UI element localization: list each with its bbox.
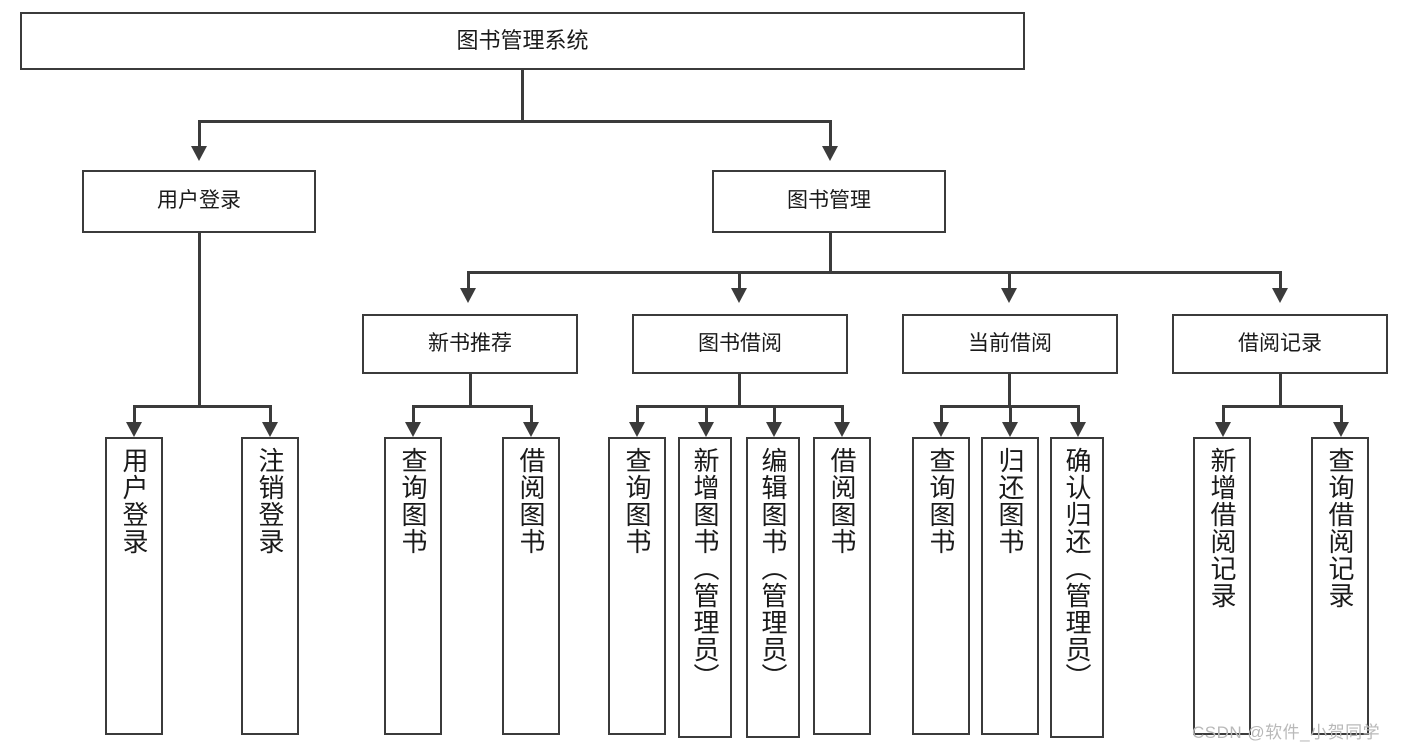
connector-new-book-bus: [412, 405, 533, 408]
arrow-new-book-to-leaf-2: [523, 422, 539, 437]
connector-user-login-to-leaf-2: [269, 405, 272, 422]
connector-cb-to-leaf-3: [1077, 405, 1080, 422]
leaf-borrow-query-book[interactable]: 查询图书: [608, 437, 666, 735]
arrow-cb-to-leaf-2: [1002, 422, 1018, 437]
connector-root-to-user-login: [198, 120, 201, 146]
arrow-bb-to-leaf-3: [766, 422, 782, 437]
leaf-borrow-add-book-admin[interactable]: 新增图书（管理员）: [678, 437, 732, 738]
leaf-recommend-query-book[interactable]: 查询图书: [384, 437, 442, 735]
node-label: 用户登录: [157, 189, 241, 213]
connector-cb-to-leaf-2: [1009, 405, 1012, 422]
leaf-logout-login[interactable]: 注销登录: [241, 437, 299, 735]
connector-root-stem: [521, 70, 524, 120]
leaf-label: 查询图书: [398, 447, 428, 555]
arrow-user-login-to-leaf-1: [126, 422, 142, 437]
connector-new-book-to-leaf-2: [530, 405, 533, 422]
node-current-borrow[interactable]: 当前借阅: [902, 314, 1118, 374]
connector-user-login-to-leaf-1: [133, 405, 136, 422]
connector-bb-to-leaf-3: [773, 405, 776, 422]
connector-user-login-stem: [198, 233, 201, 405]
connector-bm-to-new-book: [467, 271, 470, 288]
leaf-label: 新增图书（管理员）: [690, 447, 720, 690]
connector-user-login-bus: [133, 405, 272, 408]
arrow-br-to-leaf-2: [1333, 422, 1349, 437]
connector-bb-to-leaf-1: [636, 405, 639, 422]
connector-root-to-book-management: [829, 120, 832, 146]
connector-current-borrow-stem: [1008, 374, 1011, 405]
leaf-label: 查询借阅记录: [1325, 447, 1355, 609]
leaf-label: 用户登录: [119, 447, 149, 555]
connector-new-book-stem: [469, 374, 472, 405]
arrow-new-book-to-leaf-1: [405, 422, 421, 437]
arrow-br-to-leaf-1: [1215, 422, 1231, 437]
leaf-label: 注销登录: [255, 447, 285, 555]
node-root-book-management-system[interactable]: 图书管理系统: [20, 12, 1025, 70]
leaf-current-return-book[interactable]: 归还图书: [981, 437, 1039, 735]
connector-bb-to-leaf-4: [841, 405, 844, 422]
connector-cb-to-leaf-1: [940, 405, 943, 422]
node-new-book-recommend[interactable]: 新书推荐: [362, 314, 578, 374]
leaf-label: 查询图书: [926, 447, 956, 555]
leaf-borrow-edit-book-admin[interactable]: 编辑图书（管理员）: [746, 437, 800, 738]
leaf-borrow-borrow-book[interactable]: 借阅图书: [813, 437, 871, 735]
csdn-watermark: CSDN @软件_小贺同学: [1192, 723, 1381, 742]
node-label: 借阅记录: [1238, 331, 1322, 355]
node-book-borrow[interactable]: 图书借阅: [632, 314, 848, 374]
leaf-record-add-borrow-record[interactable]: 新增借阅记录: [1193, 437, 1251, 735]
leaf-label: 借阅图书: [516, 447, 546, 555]
leaf-label: 确认归还（管理员）: [1062, 447, 1092, 690]
leaf-label: 归还图书: [995, 447, 1025, 555]
connector-book-borrow-bus: [636, 405, 844, 408]
node-label: 图书借阅: [698, 331, 782, 355]
arrow-cb-to-leaf-3: [1070, 422, 1086, 437]
connector-br-to-leaf-2: [1340, 405, 1343, 422]
node-label: 图书管理: [787, 189, 871, 213]
connector-bm-to-borrow-record: [1279, 271, 1282, 288]
leaf-record-query-borrow-record[interactable]: 查询借阅记录: [1311, 437, 1369, 735]
arrow-bm-to-borrow-record: [1272, 288, 1288, 303]
node-label: 新书推荐: [428, 331, 512, 355]
arrow-user-login-to-leaf-2: [262, 422, 278, 437]
connector-bm-to-current-borrow: [1008, 271, 1011, 288]
connector-book-management-stem: [829, 233, 832, 273]
arrow-bm-to-new-book: [460, 288, 476, 303]
connector-new-book-to-leaf-1: [412, 405, 415, 422]
arrow-bb-to-leaf-2: [698, 422, 714, 437]
arrow-bm-to-book-borrow: [731, 288, 747, 303]
node-book-management[interactable]: 图书管理: [712, 170, 946, 233]
connector-borrow-record-bus: [1222, 405, 1343, 408]
node-borrow-record[interactable]: 借阅记录: [1172, 314, 1388, 374]
leaf-label: 编辑图书（管理员）: [758, 447, 788, 690]
leaf-recommend-borrow-book[interactable]: 借阅图书: [502, 437, 560, 735]
connector-bm-to-book-borrow: [738, 271, 741, 288]
leaf-label: 新增借阅记录: [1207, 447, 1237, 609]
connector-book-borrow-stem: [738, 374, 741, 405]
arrow-bm-to-current-borrow: [1001, 288, 1017, 303]
arrow-root-to-user-login: [191, 146, 207, 161]
connector-br-to-leaf-1: [1222, 405, 1225, 422]
node-label: 图书管理系统: [456, 28, 589, 54]
leaf-label: 借阅图书: [827, 447, 857, 555]
node-label: 当前借阅: [968, 331, 1052, 355]
node-user-login[interactable]: 用户登录: [82, 170, 316, 233]
arrow-cb-to-leaf-1: [933, 422, 949, 437]
arrow-bb-to-leaf-1: [629, 422, 645, 437]
connector-bb-to-leaf-2: [705, 405, 708, 422]
leaf-current-confirm-return-admin[interactable]: 确认归还（管理员）: [1050, 437, 1104, 738]
leaf-user-login[interactable]: 用户登录: [105, 437, 163, 735]
connector-root-bus: [198, 120, 832, 123]
leaf-label: 查询图书: [622, 447, 652, 555]
leaf-current-query-book[interactable]: 查询图书: [912, 437, 970, 735]
connector-borrow-record-stem: [1279, 374, 1282, 405]
connector-book-management-bus: [467, 271, 1282, 274]
arrow-bb-to-leaf-4: [834, 422, 850, 437]
arrow-root-to-book-management: [822, 146, 838, 161]
